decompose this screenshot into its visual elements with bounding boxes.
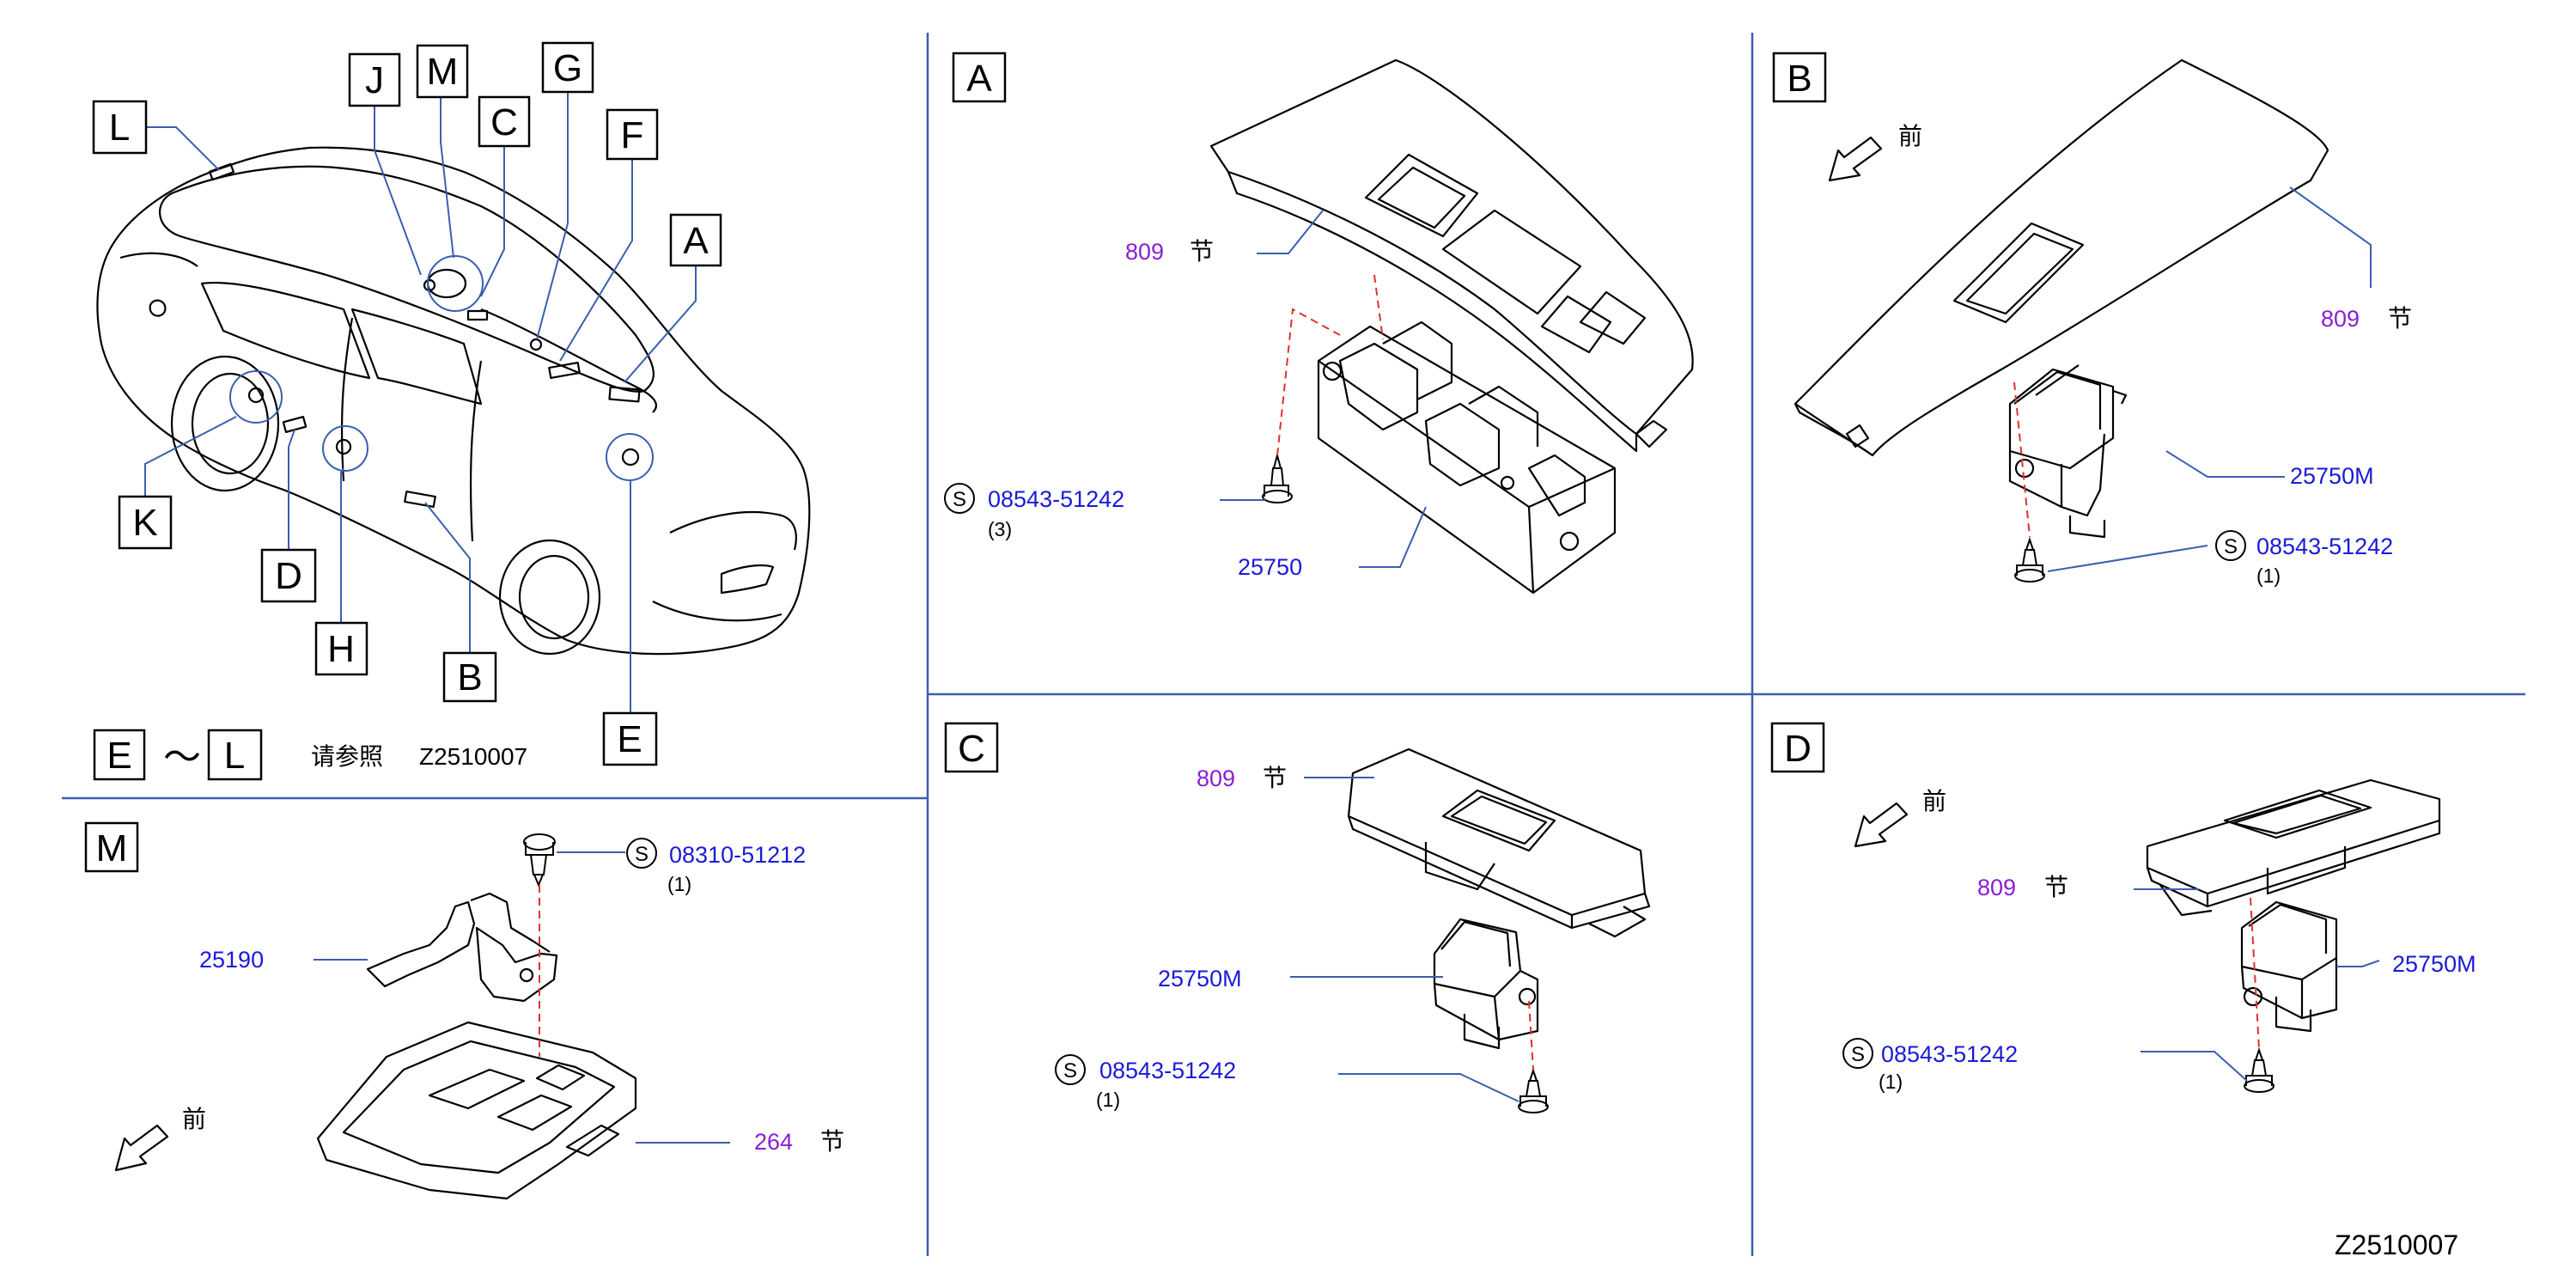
callout-c[interactable]: C	[490, 101, 518, 143]
panel-d-trim-drawing	[2146, 778, 2441, 917]
panel-c-screw-qty: (1)	[1096, 1089, 1120, 1111]
overview-callout-leaders	[144, 92, 697, 713]
panel-b-screw-symbol: S	[2224, 535, 2238, 558]
panel-a-letter: A	[966, 58, 992, 100]
panel-c: C	[944, 722, 1651, 1113]
panel-d-letter: D	[1784, 728, 1812, 770]
panel-d-front-label: 前	[1922, 787, 1946, 815]
panel-d-trim-suffix: 节	[2044, 873, 2068, 901]
callout-j[interactable]: J	[365, 59, 384, 101]
panel-b-front-arrow-icon	[1828, 136, 1883, 182]
callout-a[interactable]: A	[683, 220, 709, 262]
callout-f[interactable]: F	[621, 114, 644, 156]
panel-a-console-trim-drawing	[1209, 58, 1694, 453]
panel-b-screw-part-number[interactable]: 08543-51242	[2256, 534, 2393, 559]
panel-d-front-arrow-icon	[1854, 802, 1909, 848]
panel-a-trim-part-number[interactable]: 809	[1125, 239, 1164, 265]
panel-c-dashed-guides	[1528, 1000, 1534, 1071]
overview-reference-note: E ～ L 请参照 Z2510007	[93, 729, 527, 781]
panel-m-harness-part-number[interactable]: 25190	[199, 947, 264, 973]
panel-m-screw-part-number[interactable]: 08310-51212	[669, 842, 806, 868]
panel-dividers	[62, 33, 2525, 1256]
panel-m-letter: M	[96, 827, 128, 869]
callout-b[interactable]: B	[457, 656, 482, 699]
panel-b-front-label: 前	[1898, 122, 1922, 150]
panel-m-screw-qty: (1)	[667, 873, 691, 895]
panel-c-letter: C	[958, 728, 985, 770]
panel-a-screw-qty: (3)	[988, 518, 1012, 540]
panel-b-leaders	[2047, 186, 2372, 572]
refer-text: 请参照	[311, 742, 383, 771]
panel-m-screw-symbol: S	[635, 843, 649, 866]
range-to-letter: L	[224, 735, 245, 777]
panel-b-dashed-guides	[2013, 381, 2031, 538]
range-tilde: ～	[163, 736, 201, 778]
panel-m-harness-drawing	[366, 892, 558, 1003]
panel-c-screw-drawing	[1518, 1067, 1549, 1113]
range-from-letter: E	[107, 735, 131, 777]
panel-d-switch-drawing	[2240, 900, 2338, 1033]
callout-g[interactable]: G	[553, 47, 582, 89]
panel-m-screw-drawing	[523, 833, 556, 888]
panel-b-screw-qty: (1)	[2256, 564, 2281, 587]
panel-m-front-label: 前	[182, 1105, 206, 1133]
panel-m: M 前	[84, 821, 844, 1200]
callout-h[interactable]: H	[327, 628, 355, 670]
panel-a-trim-suffix: 节	[1190, 237, 1214, 265]
panel-b-screw-drawing	[2014, 536, 2045, 583]
panel-c-screw-part-number[interactable]: 08543-51242	[1099, 1058, 1236, 1083]
diagram-code: Z2510007	[2335, 1229, 2458, 1260]
panel-a-screw-symbol: S	[953, 488, 966, 511]
panel-c-trim-drawing	[1347, 747, 1651, 938]
panel-b-console-trim-drawing	[1793, 58, 2329, 457]
panel-d-screw-symbol: S	[1851, 1043, 1865, 1066]
callout-m[interactable]: M	[427, 51, 459, 93]
refer-code[interactable]: Z2510007	[419, 743, 527, 770]
panel-a-leaders	[1220, 210, 1427, 568]
panel-m-lamp-part-number[interactable]: 264	[754, 1129, 793, 1155]
callout-d[interactable]: D	[275, 555, 302, 597]
panel-d-screw-qty: (1)	[1879, 1071, 1903, 1093]
callout-k[interactable]: K	[132, 502, 157, 544]
panel-b-switch-drawing	[2008, 364, 2128, 539]
callout-l[interactable]: L	[109, 107, 130, 149]
panel-d-leaders	[2134, 888, 2380, 1082]
panel-b: B 前	[1772, 52, 2412, 587]
panel-d-screw-part-number[interactable]: 08543-51242	[1881, 1041, 2018, 1067]
panel-c-switch-part-number[interactable]: 25750M	[1158, 966, 1242, 991]
panel-b-trim-part-number[interactable]: 809	[2321, 306, 2360, 332]
panel-m-lamp-suffix: 节	[820, 1127, 844, 1156]
panel-a-window-switch-drawing	[1317, 320, 1617, 595]
panel-d-switch-part-number[interactable]: 25750M	[2392, 951, 2476, 977]
overview-callout-boxes	[92, 41, 722, 766]
car-overview-drawing	[96, 146, 811, 656]
panel-c-leaders	[1290, 777, 1519, 1102]
panel-b-switch-part-number[interactable]: 25750M	[2290, 463, 2374, 489]
panel-c-trim-suffix: 节	[1263, 764, 1287, 792]
panel-b-trim-suffix: 节	[2388, 304, 2412, 332]
panel-a-switch-part-number[interactable]: 25750	[1238, 554, 1302, 580]
overview-callout-letters: L J M C G F A K D H B E	[109, 47, 709, 760]
panel-d-trim-part-number[interactable]: 809	[1977, 875, 2016, 900]
panel-d: D 前	[1770, 722, 2476, 1093]
panel-c-trim-part-number[interactable]: 809	[1197, 766, 1235, 791]
callout-e[interactable]: E	[617, 718, 642, 760]
panel-m-leaders	[314, 851, 730, 1144]
panel-a-screw-drawing	[1262, 452, 1293, 503]
panel-m-front-arrow-icon	[114, 1124, 169, 1172]
panel-m-map-lamp-drawing	[316, 1021, 637, 1200]
panel-a-screw-part-number[interactable]: 08543-51242	[988, 486, 1124, 512]
panel-d-screw-drawing	[2244, 1046, 2275, 1093]
panel-a: A	[944, 52, 1694, 595]
panel-c-switch-drawing	[1433, 918, 1539, 1050]
panel-c-screw-symbol: S	[1063, 1059, 1077, 1083]
panel-b-letter: B	[1787, 58, 1812, 100]
panel-a-dashed-guides	[1276, 274, 1384, 456]
